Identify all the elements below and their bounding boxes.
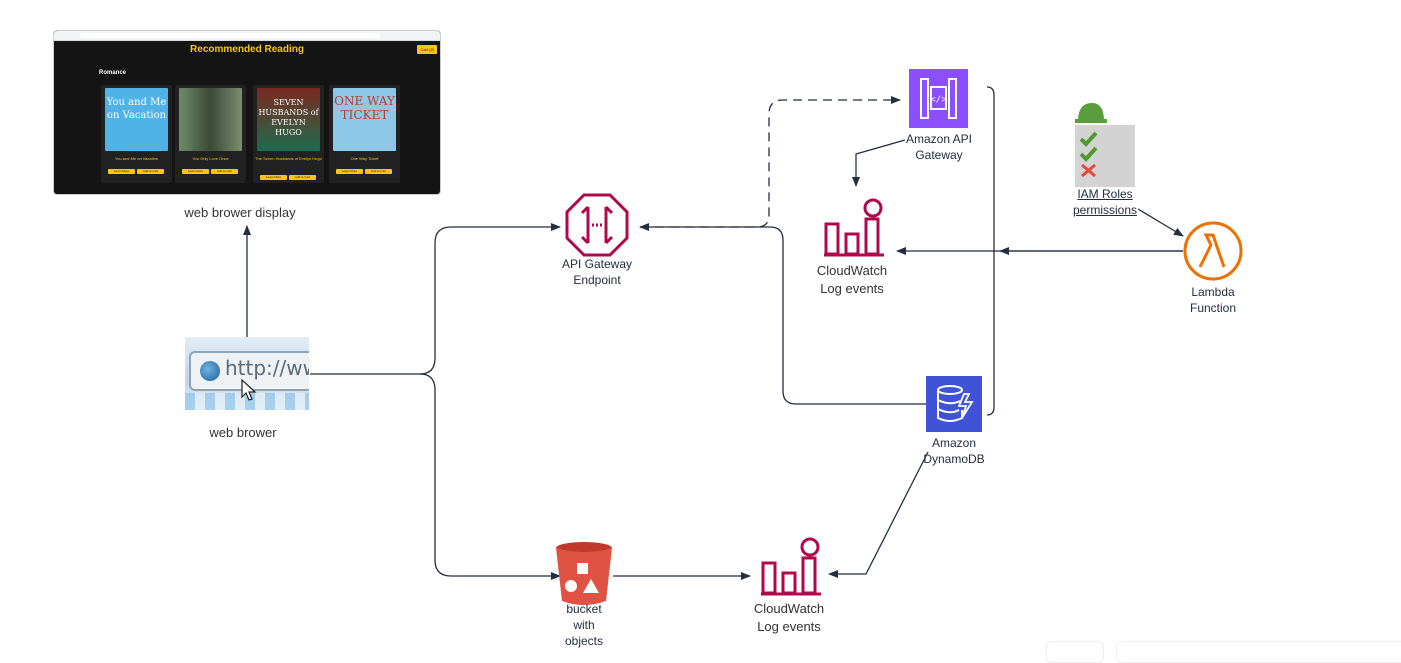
book-title: The Seven Husbands of Evelyn Hugo [255,156,322,161]
toolbar-button[interactable] [1046,641,1104,663]
book-cover [179,88,242,151]
web-display-label: web brower display [184,205,296,220]
bracket [986,86,995,416]
iam-checklist-icon [1075,103,1135,187]
site-title: Recommended Reading [190,44,304,55]
book-cover: ONE WAY TICKET [333,88,396,151]
label-line: Function [1189,301,1237,315]
add-to-cart-button[interactable]: Add to Cart [289,175,316,180]
learn-more-button[interactable]: Learn More [260,175,287,180]
edge-iam-to-lambda [1137,208,1184,237]
edge-browser-to-apigw [310,223,561,375]
cloudwatch-bottom-label: CloudWatch Log events [739,600,839,636]
label-line: CloudWatch [753,601,825,616]
s3-bucket-icon [556,542,612,605]
edge-browser-to-s3 [419,373,561,580]
edge-dynamodb-to-cloudwatch [828,451,929,578]
cart-button[interactable]: Cart (2) [417,45,437,54]
cursor-icon [241,379,257,401]
amazon-apigw-label: Amazon API Gateway [889,131,989,163]
cloudwatch-icon [824,198,884,257]
url-text: http://www [225,356,309,380]
learn-more-button[interactable]: Learn More [336,169,363,174]
svg-text:</>: </> [930,95,947,105]
book-cover: SEVEN HUSBANDS of EVELYN HUGO [257,88,320,151]
label-line: Log events [757,619,821,634]
amazon-api-gateway-icon: </> [909,69,968,128]
label-line: API Gateway [561,257,633,271]
add-to-cart-button[interactable]: Add to Cart [365,169,392,174]
edge-apigw-dashed [640,96,901,228]
iam-label: IAM Roles permissions [1055,186,1155,218]
label-line: with [573,618,595,632]
label-line: Lambda [1191,285,1235,299]
lambda-icon [1183,221,1243,281]
learn-more-button[interactable]: Learn More [182,169,209,174]
label-line: Gateway [915,148,963,162]
label-line: Log events [820,281,884,296]
web-browser-label: web brower [209,425,277,440]
book-title: One Way Ticket [350,156,379,161]
book-cover: You and Me on Vacation [105,88,168,151]
apigw-endpoint-label: API Gateway Endpoint [547,256,647,288]
background-pattern [185,393,309,410]
learn-more-button[interactable]: Learn More [108,169,135,174]
globe-icon [200,361,220,381]
web-browser-image: http://www [185,337,309,410]
edge-apigw-to-cloudwatch [852,139,906,187]
bucket-label: bucket with objects [534,601,634,649]
label-line: objects [564,634,604,648]
book-title: You and Me on Vacation [114,156,159,161]
label-line: Endpoint [573,273,621,287]
api-gateway-endpoint-icon [565,193,629,257]
dynamodb-icon [926,376,982,432]
section-heading: Romance [99,70,127,76]
label-line: CloudWatch [816,263,888,278]
book-card: SEVEN HUSBANDS of EVELYN HUGO The Seven … [253,85,324,183]
toolbar-panel [1116,641,1401,663]
book-card: You and Me on Vacation You and Me on Vac… [101,85,172,183]
book-card: You Only Love Once Learn More Add to Car… [175,85,246,183]
book-card: ONE WAY TICKET One Way Ticket Learn More… [329,85,400,183]
book-title: You Only Love Once [192,156,229,161]
label-line: Amazon API [905,132,973,146]
lambda-label: Lambda Function [1163,284,1263,316]
address-bar [80,33,380,38]
label-line: Amazon [931,436,977,450]
label-line: DynamoDB [923,452,985,466]
browser-chrome [54,31,440,41]
dynamodb-label: Amazon DynamoDB [904,435,1004,467]
cloudwatch-icon [761,537,821,596]
cloudwatch-top-label: CloudWatch Log events [802,262,902,298]
label-line: permissions [1072,203,1138,217]
label-line: IAM Roles [1077,187,1133,201]
label-line: bucket [566,602,602,616]
add-to-cart-button[interactable]: Add to Cart [211,169,238,174]
website-screenshot: Recommended Reading Cart (2) Romance You… [54,31,440,194]
add-to-cart-button[interactable]: Add to Cart [137,169,164,174]
edge-dynamodb-to-endpoint [639,223,926,405]
